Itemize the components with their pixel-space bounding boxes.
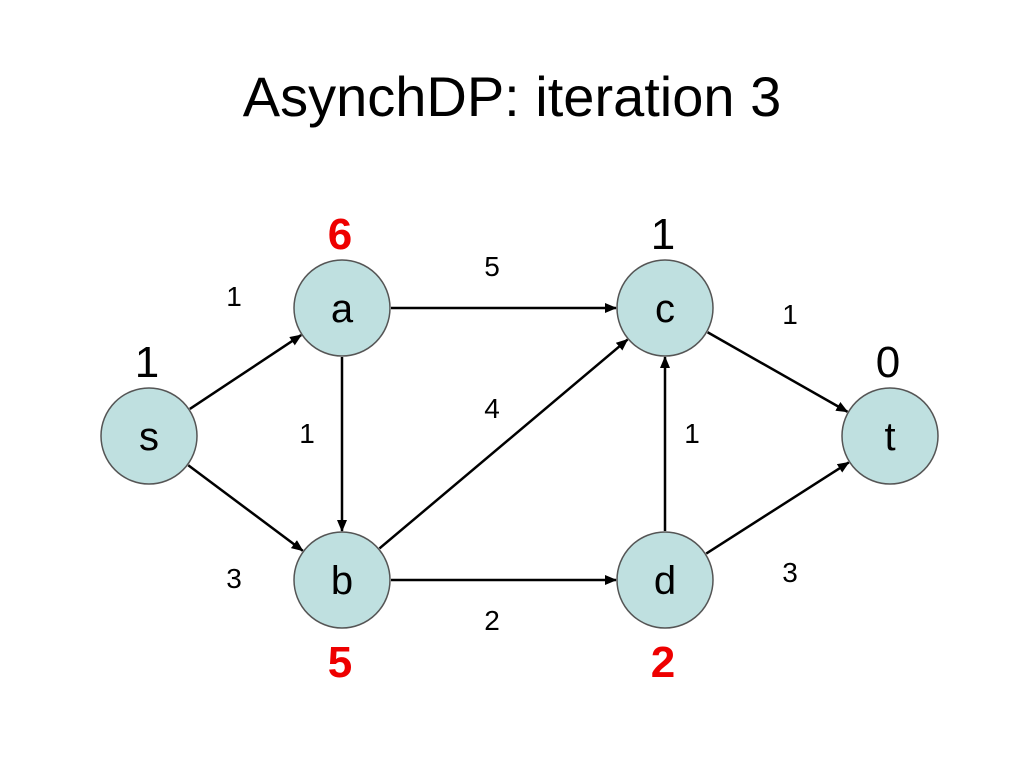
edge-b-c [378,338,629,550]
node-label-s: s [139,415,159,459]
node-a: a [293,259,391,357]
node-value-t: 0 [876,338,900,387]
edges-layer: 1 3 1 5 4 2 1 1 3 [187,251,850,636]
edge-d-t [705,461,850,555]
node-value-b: 5 [328,638,352,687]
node-value-a: 6 [328,210,352,259]
node-b: b [293,531,391,629]
edge-weight-b-c: 4 [484,393,500,424]
edge-s-b [187,464,304,552]
node-value-c: 1 [651,210,675,259]
node-value-d: 2 [651,638,675,687]
node-circle-b [293,531,391,629]
edge-weight-d-t: 3 [782,557,798,588]
node-circle-d [616,531,714,629]
node-value-s: 1 [135,338,159,387]
node-label-d: d [654,559,676,603]
edge-weight-d-c: 1 [684,418,700,449]
node-label-t: t [884,415,895,459]
edge-s-a [189,334,302,410]
node-circle-t [841,387,939,485]
edge-weight-s-b: 3 [226,563,242,594]
edge-weight-b-d: 2 [484,605,500,636]
edge-c-t [706,331,849,413]
node-label-c: c [655,287,675,331]
edge-weight-a-b: 1 [299,418,315,449]
values-layer: 1 6 5 1 2 0 [135,210,900,687]
slide-title: AsynchDP: iteration 3 [242,65,782,128]
nodes-layer: s a b c d t [100,259,939,629]
node-label-a: a [331,287,354,331]
node-t: t [841,387,939,485]
node-s: s [100,387,198,485]
node-circle-s [100,387,198,485]
node-circle-c [616,259,714,357]
edge-weight-s-a: 1 [226,281,242,312]
edge-weight-c-t: 1 [782,299,798,330]
node-circle-a [293,259,391,357]
node-label-b: b [331,559,353,603]
node-c: c [616,259,714,357]
node-d: d [616,531,714,629]
edge-weight-a-c: 5 [484,251,500,282]
